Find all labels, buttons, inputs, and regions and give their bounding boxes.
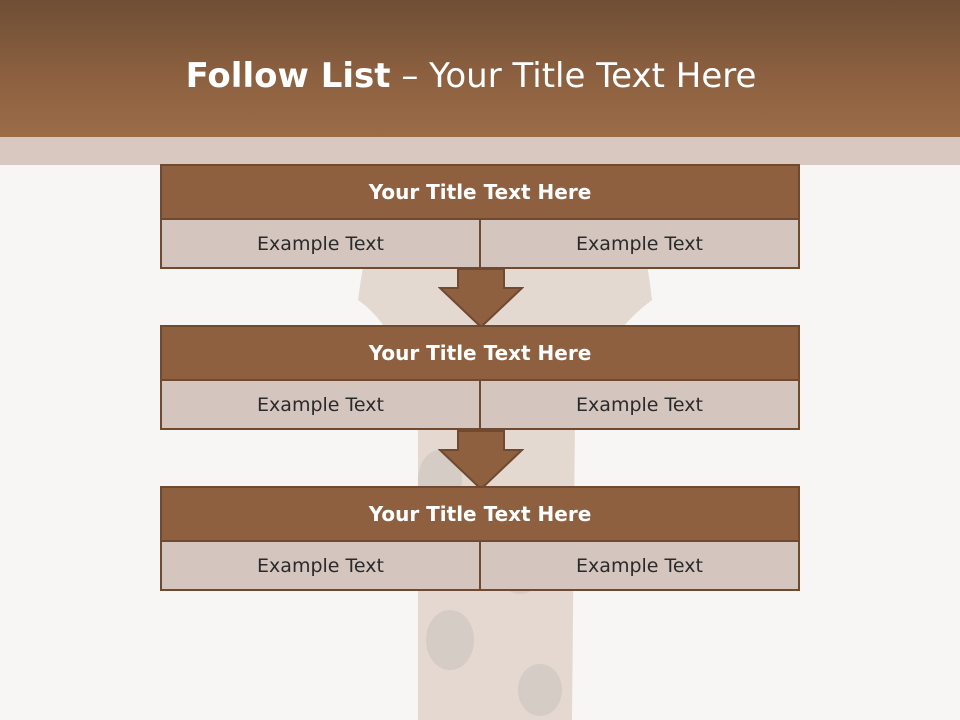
slide-title-bold: Follow List bbox=[185, 56, 391, 96]
block-row: Example Text Example Text bbox=[160, 542, 800, 591]
block-title[interactable]: Your Title Text Here bbox=[160, 325, 800, 381]
list-block-1: Your Title Text Here Example Text Exampl… bbox=[160, 164, 800, 269]
block-cell-right[interactable]: Example Text bbox=[481, 220, 800, 269]
slide-title-rest: – Your Title Text Here bbox=[390, 56, 757, 96]
block-cell-right[interactable]: Example Text bbox=[481, 381, 800, 430]
block-title[interactable]: Your Title Text Here bbox=[160, 164, 800, 220]
list-block-3: Your Title Text Here Example Text Exampl… bbox=[160, 486, 800, 591]
list-block-2: Your Title Text Here Example Text Exampl… bbox=[160, 325, 800, 430]
block-title[interactable]: Your Title Text Here bbox=[160, 486, 800, 542]
slide-title: Follow List – Your Title Text Here bbox=[0, 52, 942, 100]
block-cell-left[interactable]: Example Text bbox=[160, 220, 481, 269]
header-band bbox=[0, 137, 960, 165]
block-cell-left[interactable]: Example Text bbox=[160, 381, 481, 430]
block-row: Example Text Example Text bbox=[160, 220, 800, 269]
down-arrow-icon bbox=[438, 268, 524, 328]
block-row: Example Text Example Text bbox=[160, 381, 800, 430]
block-cell-right[interactable]: Example Text bbox=[481, 542, 800, 591]
down-arrow-icon bbox=[438, 430, 524, 490]
block-cell-left[interactable]: Example Text bbox=[160, 542, 481, 591]
header-bar bbox=[0, 0, 960, 137]
